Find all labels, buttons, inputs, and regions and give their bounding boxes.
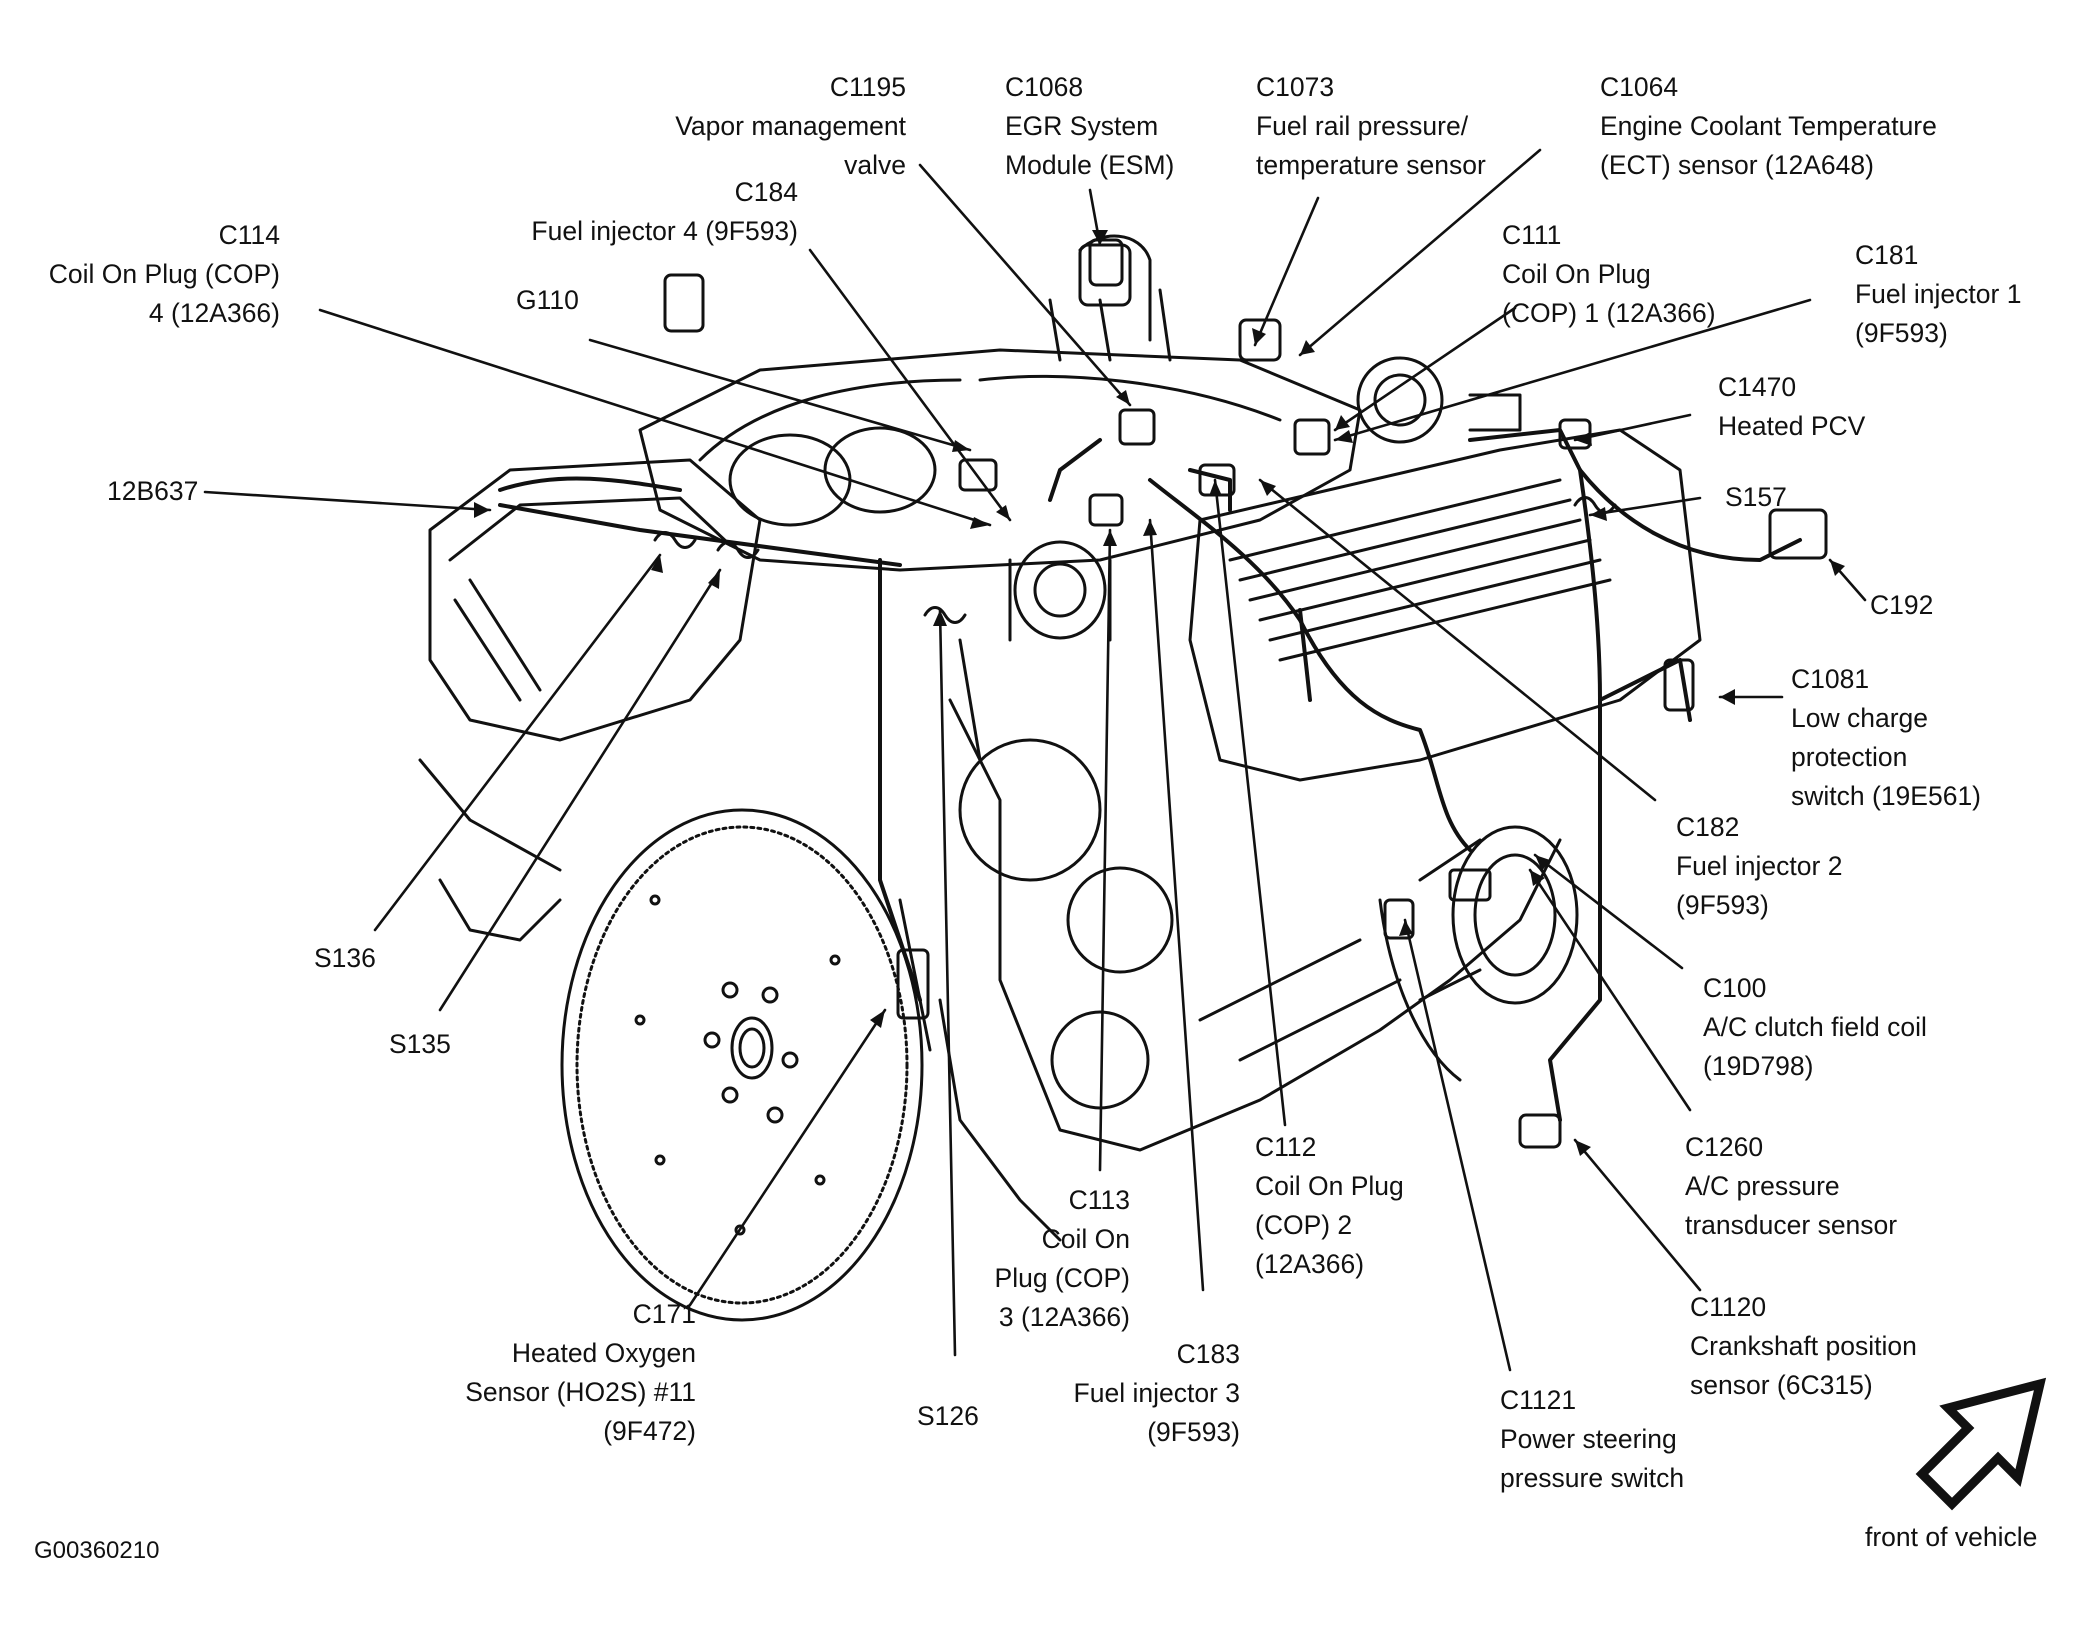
label-g110: G110 [516, 285, 579, 315]
front-of-vehicle-arrow-icon [1915, 1377, 2047, 1511]
label-s135: S135 [389, 1029, 451, 1059]
label-c192: C192 [1870, 590, 1934, 620]
label-c1121: C1121 Power steering pressure switch [1500, 1385, 1685, 1493]
label-c111: C111 Coil On Plug (COP) 1 (12A366) [1502, 220, 1716, 328]
throttle-body [1008, 540, 1112, 642]
flexplate [560, 808, 924, 1322]
label-c184: C184 Fuel injector 4 (9F593) [531, 177, 798, 246]
leader-lines [203, 148, 1867, 1372]
label-s157: S157 [1725, 482, 1787, 512]
label-c1064: C1064 Engine Coolant Temperature (ECT) s… [1600, 72, 1937, 180]
left-valve-cover [418, 458, 762, 942]
label-12b637: 12B637 [107, 476, 199, 506]
label-s136: S136 [314, 943, 376, 973]
label-c1470: C1470 Heated PCV [1718, 372, 1866, 441]
label-c1081: C1081 Low charge protection switch (19E5… [1791, 664, 1982, 811]
label-c171: C171 Heated Oxygen Sensor (HO2S) #11 (9F… [465, 1299, 696, 1446]
label-c114: C114 Coil On Plug (COP) 4 (12A366) [48, 220, 280, 328]
label-c1073: C1073 Fuel rail pressure/ temperature se… [1256, 72, 1486, 180]
figure-id: G00360210 [34, 1537, 160, 1564]
label-c1195: C1195 Vapor management valve [675, 72, 906, 180]
label-c182: C182 Fuel injector 2 (9F593) [1676, 812, 1843, 920]
label-c1068: C1068 EGR System Module (ESM) [1005, 72, 1175, 180]
leader-arrowheads [474, 230, 1845, 1156]
connectors [663, 238, 1828, 1149]
label-c112: C112 Coil On Plug (COP) 2 (12A366) [1255, 1132, 1404, 1279]
front-of-vehicle-label: front of vehicle [1865, 1522, 2038, 1552]
splice-marks [653, 496, 1617, 624]
engine-block [898, 638, 1562, 1242]
label-c1120: C1120 Crankshaft position sensor (6C315) [1690, 1292, 1917, 1400]
label-c100: C100 A/C clutch field coil (19D798) [1703, 973, 1927, 1081]
right-valve-cover [1188, 356, 1702, 782]
label-c113: C113 Coil On Plug (COP) 3 (12A366) [994, 1185, 1130, 1332]
label-c183: C183 Fuel injector 3 (9F593) [1073, 1339, 1240, 1447]
label-c181: C181 Fuel injector 1 (9F593) [1855, 240, 2022, 348]
ac-compressor [1378, 825, 1579, 1082]
label-c1260: C1260 A/C pressure transducer sensor [1685, 1132, 1898, 1240]
intake-manifold [638, 234, 1362, 572]
label-s126: S126 [917, 1401, 979, 1431]
